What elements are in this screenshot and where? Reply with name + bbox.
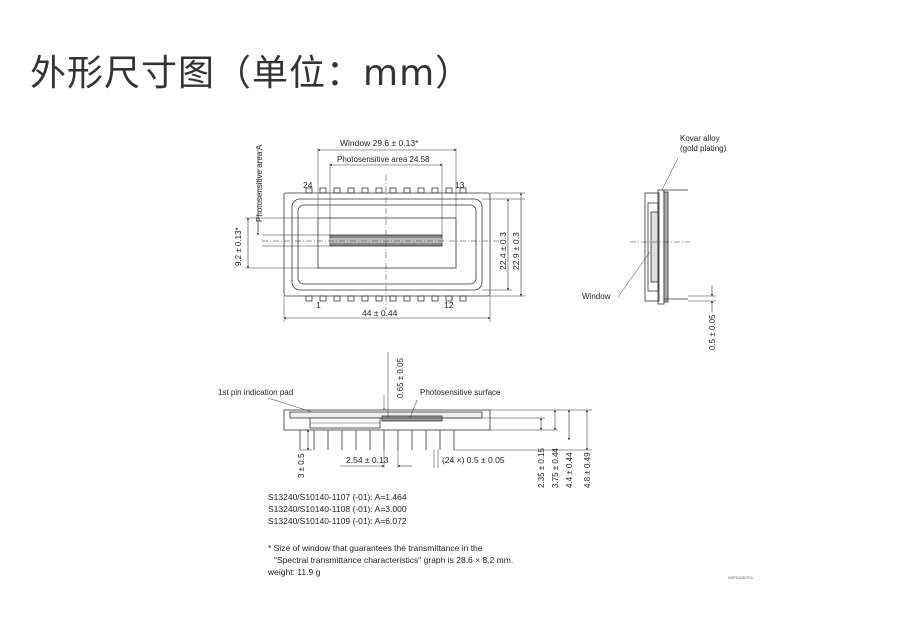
window-outline (317, 217, 457, 269)
dim-44-label: 4.4 ± 0.44 (565, 452, 574, 488)
bottom-pins (305, 295, 467, 302)
pin1-pad-label: 1st pin indication pad (218, 388, 293, 397)
top-view (245, 148, 525, 322)
pin-13-label: 13 (455, 180, 465, 190)
width-label: 44 ± 0.44 (362, 308, 398, 318)
side-view (617, 157, 716, 312)
dim-375-label: 3.75 ± 0.44 (551, 447, 560, 488)
kovar-label-line1: Kovar alloy (680, 134, 720, 143)
package-outline (283, 192, 491, 297)
model-1107: S13240/S10140-1107 (-01): A=1.464 (268, 492, 407, 502)
pin-length-label: 3 ± 0.5 (297, 453, 306, 478)
window-height-label: 9.2 ± 0.13* (234, 227, 243, 266)
model-1109: S13240/S10140-1109 (-01): A=6.072 (268, 516, 407, 526)
note-line-2: "Spectral transmittance characteristics"… (274, 555, 513, 565)
pin-pitch-label: 2.54 ± 0.13 (346, 455, 389, 465)
weight-note: weight: 11.9 g (267, 567, 321, 577)
page-title: 外形尺寸图（单位：mm） (30, 53, 473, 94)
bottom-view (267, 352, 592, 468)
pin-1-label: 1 (316, 300, 321, 310)
model-1108: S13240/S10140-1108 (-01): A=3.000 (268, 504, 407, 514)
surface-label: Photosensitive surface (420, 388, 501, 397)
note-line-1: * Size of window that guarantees the tra… (268, 543, 483, 553)
surface-height-label: 0.65 ± 0.05 (396, 357, 405, 398)
side-window-label: Window (582, 292, 611, 301)
window-dimension-label: Window 29.6 ± 0.13* (340, 138, 419, 148)
drawing-code: KMPDA0507EA (728, 576, 754, 580)
dim-235-label: 2.35 ± 0.15 (537, 447, 546, 488)
section-body (283, 409, 491, 431)
photosensitive-area-label: Photosensitive area 24.58 (337, 155, 430, 164)
kovar-label-line2: (gold plating) (680, 144, 727, 153)
inner-height-label: 22.4 ± 0.3 (498, 232, 508, 270)
package-bezel (291, 198, 483, 291)
thickness-label: 0.5 ± 0.05 (708, 314, 717, 350)
pin-12-label: 12 (444, 300, 454, 310)
section-pins (299, 430, 455, 450)
pin-width-label: (24 ×) 0.5 ± 0.05 (442, 455, 505, 465)
pin-24-label: 24 (303, 180, 313, 190)
photosensitive-area-a-label: Photosensitive area A (255, 144, 264, 222)
dim-48-label: 4.8 ± 0.49 (583, 452, 592, 488)
top-pins (305, 187, 467, 194)
outer-height-label: 22.9 ± 0.3 (511, 232, 521, 270)
